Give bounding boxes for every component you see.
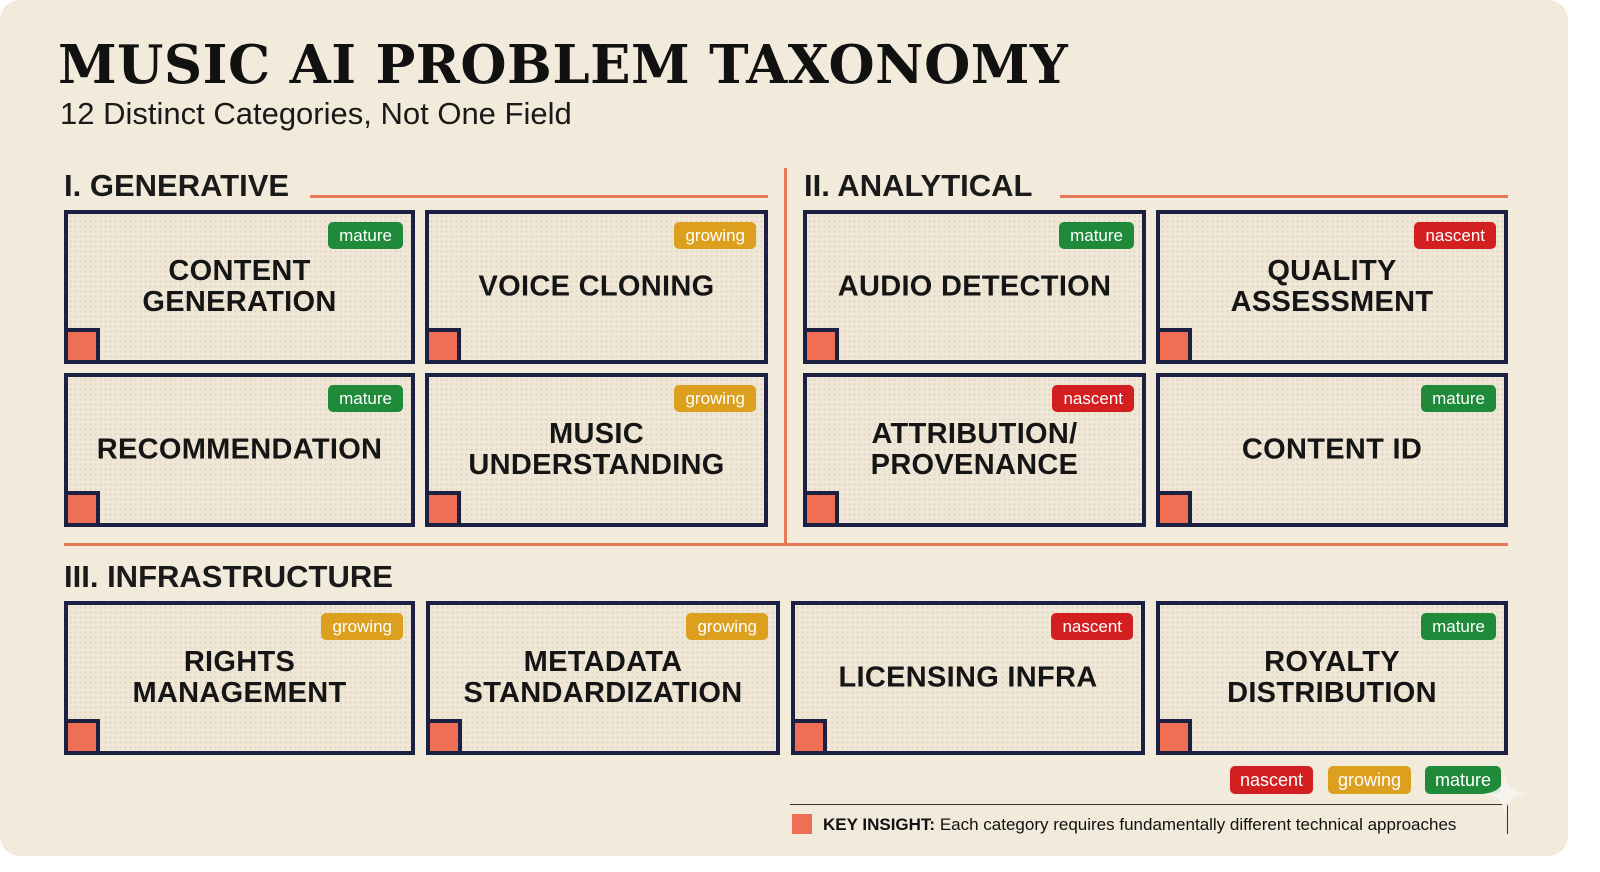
category-card-content-id: mature CONTENT ID — [1156, 373, 1508, 527]
category-label: CONTENT GENERATION — [142, 255, 337, 318]
category-card-quality-assessment: nascent QUALITY ASSESSMENT — [1156, 210, 1508, 364]
corner-square-icon — [425, 491, 461, 527]
category-label: METADATA STANDARDIZATION — [463, 646, 743, 709]
status-badge: growing — [674, 385, 756, 412]
sparkle-icon — [1482, 772, 1528, 816]
status-badge: nascent — [1414, 222, 1496, 249]
section-heading-generative: I. GENERATIVE — [64, 168, 290, 203]
section-heading-infrastructure: III. INFRASTRUCTURE — [64, 559, 393, 594]
category-card-rights-management: growing RIGHTS MANAGEMENT — [64, 601, 415, 755]
corner-square-icon — [1156, 719, 1192, 755]
category-label: RIGHTS MANAGEMENT — [132, 646, 347, 709]
corner-square-icon — [1156, 328, 1192, 364]
page-title: MUSIC AI PROBLEM TAXONOMY — [58, 34, 1069, 96]
section-heading-analytical: II. ANALYTICAL — [804, 168, 1033, 203]
key-insight-callout: KEY INSIGHT: Each category requires fund… — [790, 804, 1508, 834]
corner-square-icon — [64, 328, 100, 364]
category-card-voice-cloning: growing VOICE CLONING — [425, 210, 768, 364]
key-insight-body: Each category requires fundamentally dif… — [935, 815, 1457, 834]
page-subtitle: 12 Distinct Categories, Not One Field — [60, 96, 572, 131]
status-badge: mature — [328, 222, 403, 249]
category-card-content-generation: mature CONTENT GENERATION — [64, 210, 415, 364]
status-badge: mature — [328, 385, 403, 412]
section-rule-analytical — [1060, 195, 1508, 198]
category-card-royalty-distribution: mature ROYALTY DISTRIBUTION — [1156, 601, 1508, 755]
section-divider-vertical — [784, 168, 787, 544]
category-card-metadata-standardization: growing METADATA STANDARDIZATION — [426, 601, 780, 755]
status-badge: mature — [1059, 222, 1134, 249]
corner-square-icon — [64, 719, 100, 755]
category-label: MUSIC UNDERSTANDING — [468, 418, 725, 481]
corner-square-icon — [64, 491, 100, 527]
category-card-music-understanding: growing MUSIC UNDERSTANDING — [425, 373, 768, 527]
category-label: CONTENT ID — [1241, 433, 1423, 466]
category-label: VOICE CLONING — [478, 270, 715, 303]
category-card-recommendation: mature RECOMMENDATION — [64, 373, 415, 527]
legend-nascent: nascent — [1230, 766, 1314, 794]
key-insight-label: KEY INSIGHT: — [823, 815, 936, 834]
status-badge: nascent — [1051, 613, 1133, 640]
corner-square-icon — [425, 328, 461, 364]
category-label: ATTRIBUTION/ PROVENANCE — [870, 418, 1079, 481]
category-label: LICENSING INFRA — [838, 661, 1098, 694]
category-label: ROYALTY DISTRIBUTION — [1227, 646, 1437, 709]
corner-square-icon — [426, 719, 462, 755]
section-rule-generative — [310, 195, 768, 198]
section-divider-horizontal — [64, 543, 1508, 546]
category-card-attribution-provenance: nascent ATTRIBUTION/ PROVENANCE — [803, 373, 1146, 527]
legend-mature: mature — [1425, 766, 1502, 794]
status-badge: nascent — [1052, 385, 1134, 412]
legend-growing: growing — [1328, 766, 1412, 794]
category-label: QUALITY ASSESSMENT — [1230, 255, 1434, 318]
category-label: AUDIO DETECTION — [837, 270, 1112, 303]
status-badge: mature — [1421, 613, 1496, 640]
corner-square-icon — [1156, 491, 1192, 527]
status-badge: mature — [1421, 385, 1496, 412]
corner-square-icon — [791, 719, 827, 755]
taxonomy-canvas: MUSIC AI PROBLEM TAXONOMY 12 Distinct Ca… — [0, 0, 1568, 856]
status-badge: growing — [686, 613, 768, 640]
status-badge: growing — [321, 613, 403, 640]
category-card-audio-detection: mature AUDIO DETECTION — [803, 210, 1146, 364]
corner-square-icon — [803, 491, 839, 527]
status-badge: growing — [674, 222, 756, 249]
category-card-licensing-infra: nascent LICENSING INFRA — [791, 601, 1145, 755]
key-insight-text: KEY INSIGHT: Each category requires fund… — [823, 815, 1456, 835]
insight-square-icon — [792, 814, 812, 834]
corner-square-icon — [803, 328, 839, 364]
category-label: RECOMMENDATION — [96, 433, 383, 466]
